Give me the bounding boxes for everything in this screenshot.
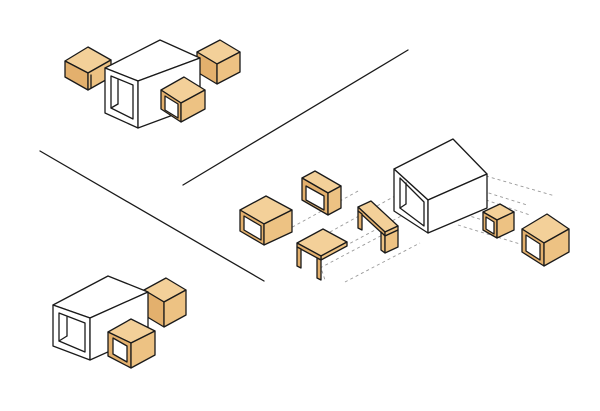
wood-module-front xyxy=(160,76,206,123)
divider-line-diagonal xyxy=(182,49,409,186)
assembly-top-left xyxy=(64,39,241,129)
wood-table-piece xyxy=(296,228,348,281)
wood-cube-large xyxy=(521,213,570,267)
divider-line-diagonal-lower xyxy=(39,150,265,282)
wood-module-left xyxy=(64,46,112,91)
house-shell-gabled xyxy=(393,138,488,234)
wood-module-back xyxy=(196,39,241,85)
wood-cube-small xyxy=(482,203,515,239)
wood-bench-piece xyxy=(357,200,399,254)
wood-cube-open xyxy=(239,195,293,246)
wood-module-back-lower xyxy=(143,277,187,328)
assembly-bottom-left xyxy=(52,275,187,369)
wood-l-piece xyxy=(301,170,342,216)
wood-module-front-lower xyxy=(107,318,156,369)
exploded-assembly xyxy=(239,138,570,283)
